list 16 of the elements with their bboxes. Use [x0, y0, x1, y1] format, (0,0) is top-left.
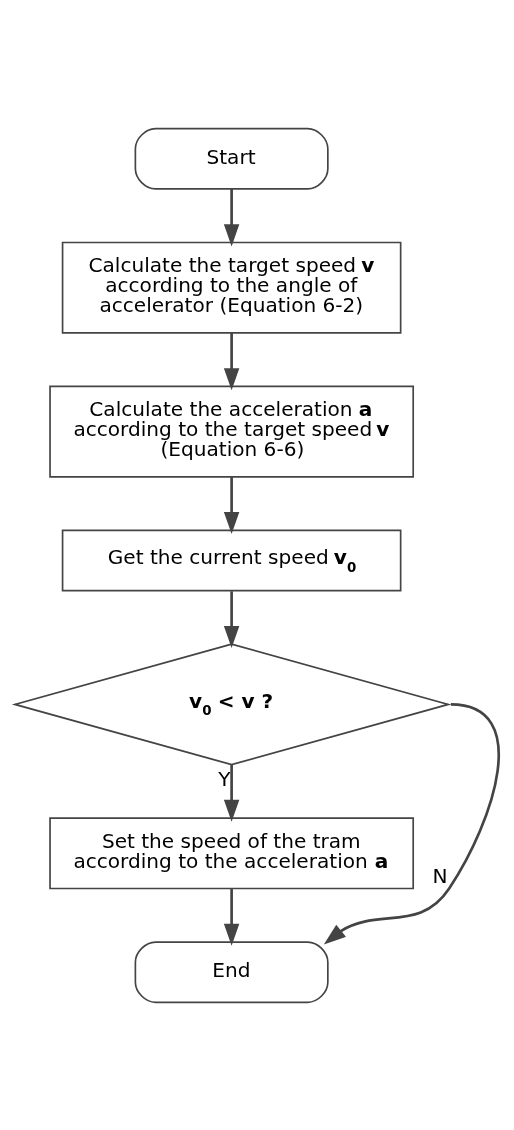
- arrow: [223, 188, 240, 246]
- node-box: Calculate the acceleration a according to the target speed v (Equation 6-6): [49, 385, 415, 478]
- node-box: Start: [134, 127, 329, 190]
- arrow: [223, 332, 240, 390]
- node-box: Set the speed of the tram according to the acceleration a: [49, 816, 415, 889]
- arrow: [223, 590, 240, 648]
- edge-label: Y: [218, 766, 231, 791]
- arrow: [223, 764, 240, 822]
- node-box: End: [134, 940, 329, 1003]
- node-box: Calculate the target speed v according to the angle of accelerator (Equation 6-2): [61, 241, 402, 334]
- arrow: [223, 888, 240, 946]
- node-box: Get the current speed v$_{0}$: [61, 529, 402, 591]
- edge-label: N: [432, 863, 448, 888]
- arrow: [223, 476, 240, 534]
- node-diamond: v$_{0}$ < v ?: [11, 642, 452, 766]
- arrow: [323, 702, 500, 945]
